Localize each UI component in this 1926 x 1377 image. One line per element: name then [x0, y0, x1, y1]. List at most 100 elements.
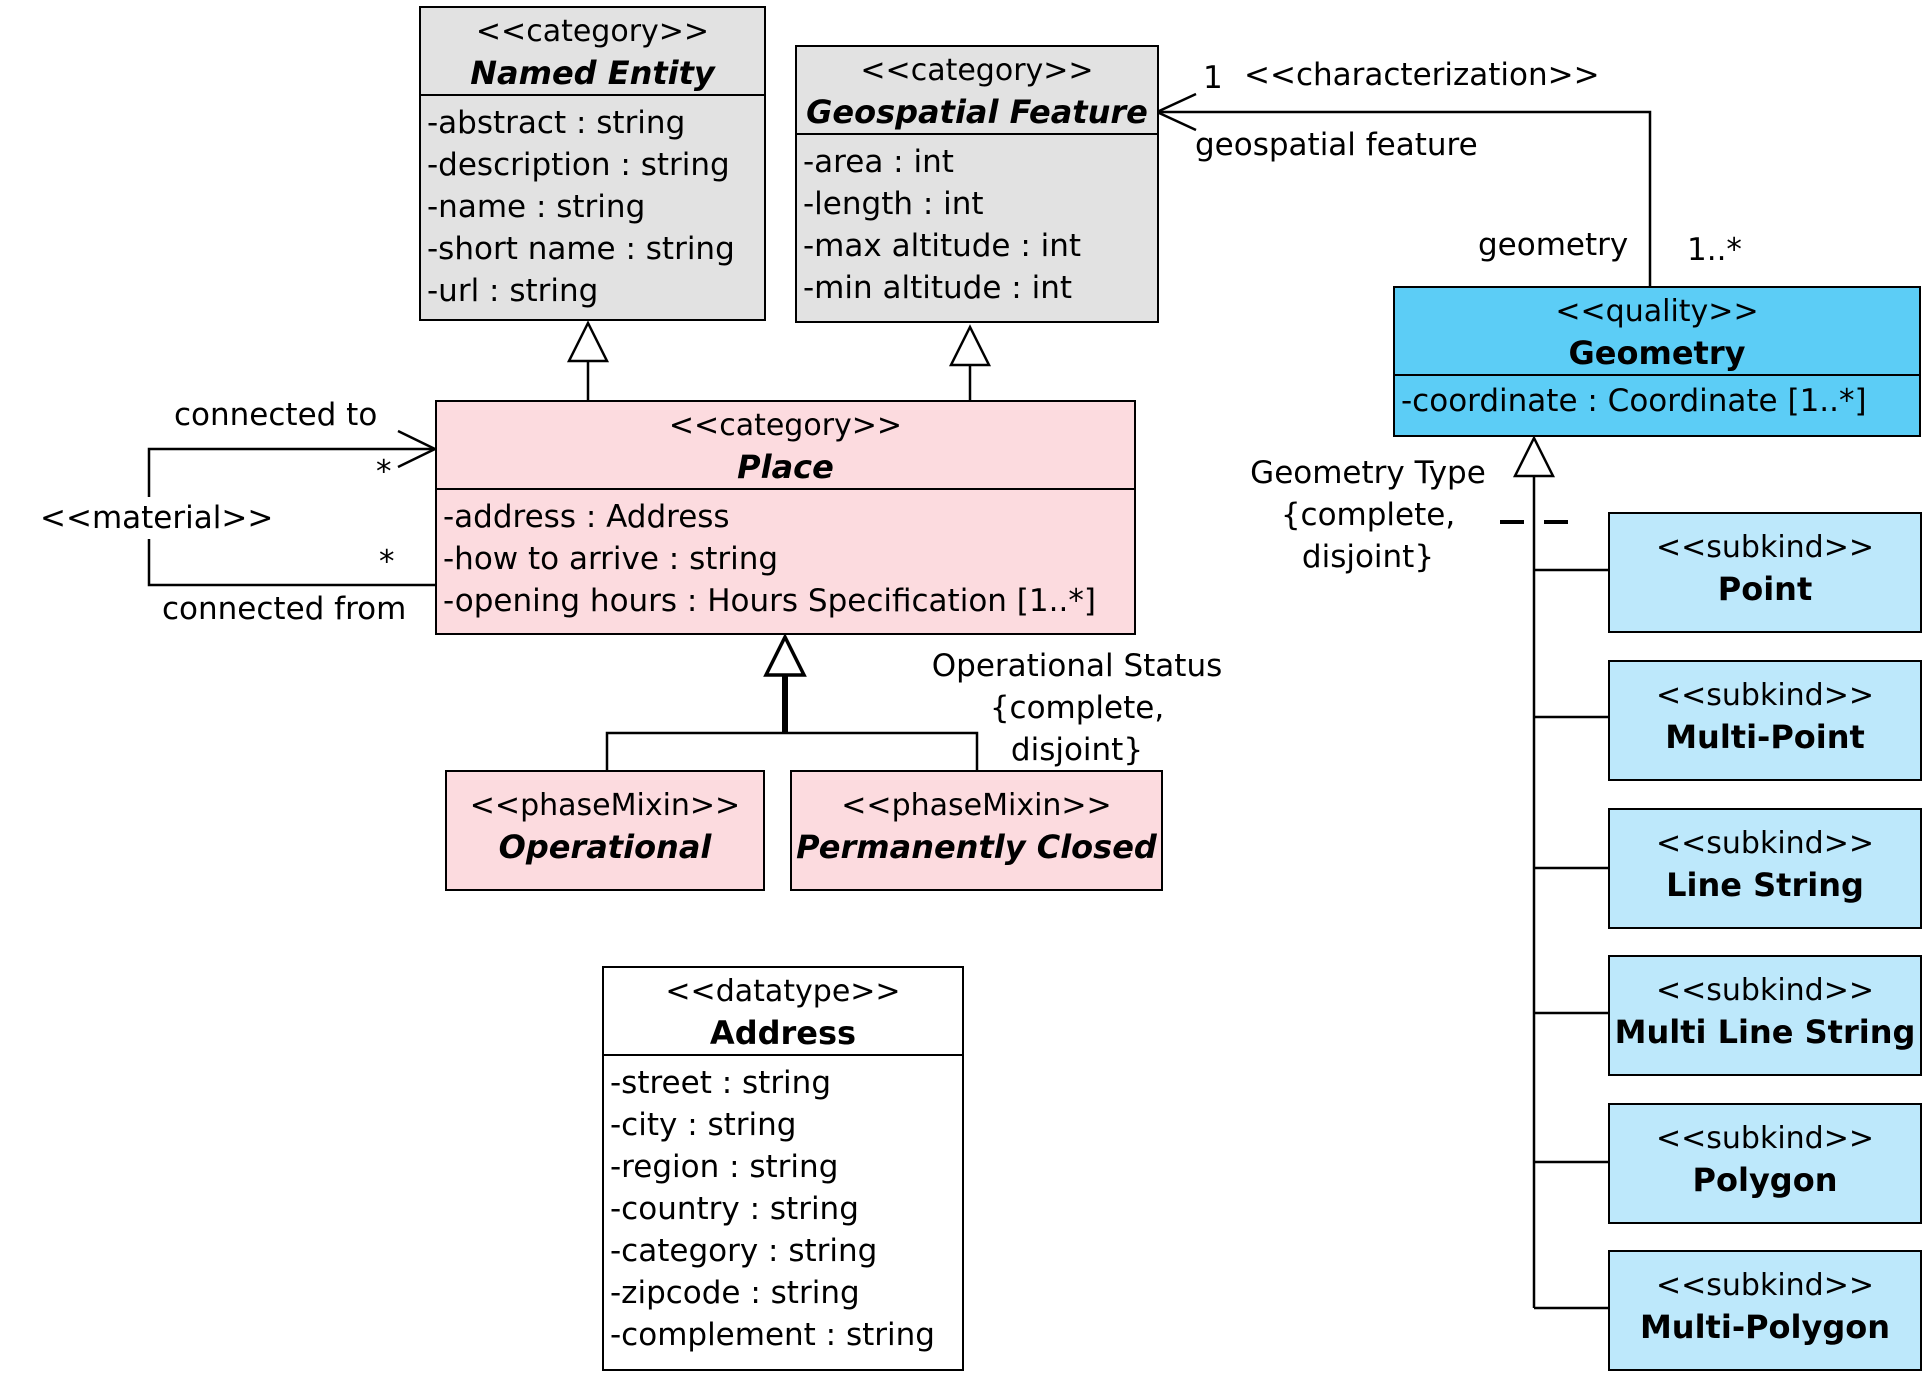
generalization-set-constraint: disjoint}: [1301, 539, 1435, 575]
class-header: <<category>> Named Entity: [421, 8, 764, 96]
generalization-set-constraint: disjoint}: [1010, 732, 1144, 768]
class-name: Geospatial Feature: [806, 93, 1148, 131]
class-header: <<category>> Geospatial Feature: [797, 47, 1157, 135]
class-place[interactable]: <<category>> Place -address : Address -h…: [435, 400, 1136, 635]
class-header: <<subkind>> Polygon: [1610, 1105, 1920, 1201]
class-name: Multi-Point: [1665, 718, 1865, 756]
attribute: -zipcode : string: [610, 1275, 860, 1311]
generalization-arrowhead: [763, 633, 807, 677]
class-name: Place: [737, 448, 834, 486]
generalization-set-constraint: {complete,: [1280, 497, 1456, 533]
class-header: <<datatype>> Address: [604, 968, 962, 1056]
generalization-arrowhead: [566, 320, 610, 363]
attribute: -length : int: [803, 186, 984, 222]
class-attributes: -coordinate : Coordinate [1..*]: [1395, 376, 1919, 422]
class-name: Polygon: [1692, 1161, 1838, 1199]
attribute: -short name : string: [427, 231, 735, 267]
attribute: -opening hours : Hours Specification [1.…: [443, 583, 1096, 619]
class-polygon[interactable]: <<subkind>> Polygon: [1608, 1103, 1922, 1224]
class-attributes: -street : string -city : string -region …: [604, 1056, 962, 1356]
class-name: Multi Line String: [1614, 1013, 1916, 1051]
class-stereotype: <<subkind>>: [1656, 973, 1874, 1008]
class-header: <<category>> Place: [437, 402, 1134, 490]
class-name: Address: [709, 1014, 857, 1052]
attribute: -area : int: [803, 144, 954, 180]
class-header: <<phaseMixin>> Permanently Closed: [792, 772, 1161, 868]
class-permanently-closed[interactable]: <<phaseMixin>> Permanently Closed: [790, 770, 1163, 891]
class-attributes: -address : Address -how to arrive : stri…: [437, 490, 1134, 622]
class-multi-line-string[interactable]: <<subkind>> Multi Line String: [1608, 955, 1922, 1076]
class-geospatial-feature[interactable]: <<category>> Geospatial Feature -area : …: [795, 45, 1159, 323]
material-multiplicity-to: *: [376, 454, 392, 490]
generalization-arrowhead: [1512, 435, 1556, 478]
class-named-entity[interactable]: <<category>> Named Entity -abstract : st…: [419, 6, 766, 321]
geometry-type-label: Geometry Type {complete, disjoint}: [1228, 452, 1508, 578]
generalization-set-title: Geometry Type: [1250, 455, 1486, 491]
attribute: -region : string: [610, 1149, 839, 1185]
class-header: <<subkind>> Multi Line String: [1610, 957, 1920, 1053]
class-header: <<subkind>> Line String: [1610, 810, 1920, 906]
class-name: Multi-Polygon: [1639, 1308, 1891, 1346]
characterization-multiplicity-feature: 1: [1203, 60, 1223, 96]
attribute: -min altitude : int: [803, 270, 1072, 306]
class-name: Point: [1717, 570, 1813, 608]
class-header: <<subkind>> Multi-Polygon: [1610, 1252, 1920, 1348]
attribute: -description : string: [427, 147, 730, 183]
class-stereotype: <<subkind>>: [1656, 530, 1874, 565]
generalization-arrowhead: [948, 324, 992, 367]
class-stereotype: <<category>>: [860, 53, 1094, 88]
attribute: -address : Address: [443, 499, 730, 535]
class-attributes: -area : int -length : int -max altitude …: [797, 135, 1157, 309]
material-role-to: connected to: [174, 397, 378, 433]
attribute: -category : string: [610, 1233, 878, 1269]
material-multiplicity-from: *: [379, 544, 395, 580]
class-header: <<phaseMixin>> Operational: [447, 772, 763, 868]
class-stereotype: <<subkind>>: [1656, 1268, 1874, 1303]
class-stereotype: <<phaseMixin>>: [469, 788, 741, 823]
class-header: <<quality>> Geometry: [1395, 288, 1919, 376]
class-geometry[interactable]: <<quality>> Geometry -coordinate : Coord…: [1393, 286, 1921, 437]
attribute: -city : string: [610, 1107, 797, 1143]
class-name: Geometry: [1568, 334, 1746, 372]
class-stereotype: <<category>>: [475, 14, 710, 49]
class-stereotype: <<phaseMixin>>: [841, 788, 1112, 823]
attribute: -name : string: [427, 189, 646, 225]
characterization-role-feature: geospatial feature: [1195, 127, 1478, 163]
operational-status-label: Operational Status {complete, disjoint}: [922, 645, 1232, 771]
characterization-stereotype: <<characterization>>: [1244, 57, 1600, 93]
class-address[interactable]: <<datatype>> Address -street : string -c…: [602, 966, 964, 1371]
class-stereotype: <<subkind>>: [1656, 678, 1874, 713]
attribute: -country : string: [610, 1191, 859, 1227]
attribute: -complement : string: [610, 1317, 935, 1353]
characterization-role-geometry: geometry: [1478, 227, 1629, 263]
class-name: Operational: [498, 828, 712, 866]
class-stereotype: <<category>>: [668, 408, 903, 443]
class-name: Line String: [1666, 866, 1864, 904]
class-multi-point[interactable]: <<subkind>> Multi-Point: [1608, 660, 1922, 781]
attribute: -max altitude : int: [803, 228, 1082, 264]
class-stereotype: <<datatype>>: [665, 974, 901, 1009]
attribute: -url : string: [427, 273, 599, 309]
characterization-association: [1157, 110, 1652, 286]
attribute: -street : string: [610, 1065, 831, 1101]
class-stereotype: <<subkind>>: [1656, 826, 1874, 861]
class-header: <<subkind>> Multi-Point: [1610, 662, 1920, 758]
class-point[interactable]: <<subkind>> Point: [1608, 512, 1922, 633]
attribute: -coordinate : Coordinate [1..*]: [1401, 383, 1867, 419]
generalization-set-title: Operational Status: [931, 648, 1223, 684]
class-line-string[interactable]: <<subkind>> Line String: [1608, 808, 1922, 929]
class-multi-polygon[interactable]: <<subkind>> Multi-Polygon: [1608, 1250, 1922, 1371]
generalization-set-constraint: {complete,: [989, 690, 1165, 726]
material-role-from: connected from: [162, 591, 407, 627]
class-name: Permanently Closed: [796, 828, 1157, 866]
class-stereotype: <<quality>>: [1555, 294, 1759, 329]
attribute: -abstract : string: [427, 105, 686, 141]
attribute: -how to arrive : string: [443, 541, 779, 577]
material-stereotype: <<material>>: [40, 497, 274, 539]
generalization-branches: [605, 731, 979, 770]
characterization-multiplicity-geometry: 1..*: [1687, 232, 1742, 268]
class-stereotype: <<subkind>>: [1656, 1121, 1874, 1156]
class-operational[interactable]: <<phaseMixin>> Operational: [445, 770, 765, 891]
